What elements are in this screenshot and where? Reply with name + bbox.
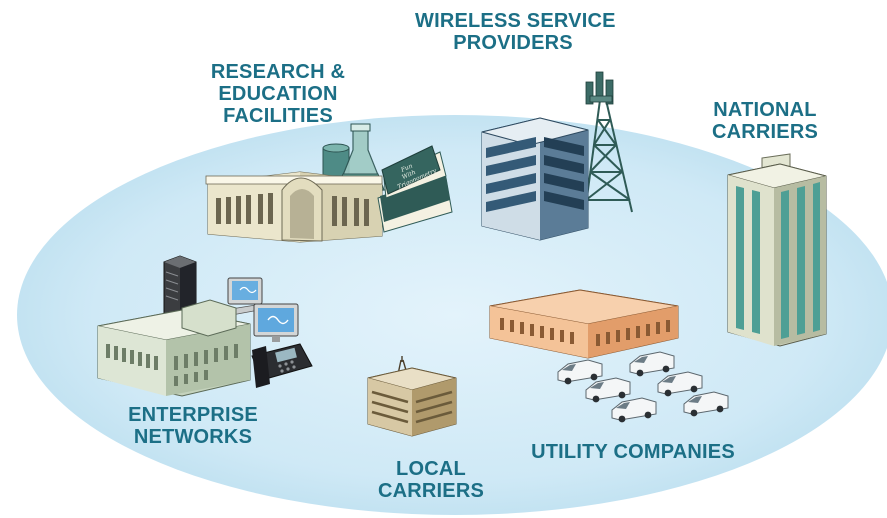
antenna-icon (585, 71, 614, 105)
label-line: NATIONAL (713, 99, 817, 121)
computer-monitor-icon (223, 277, 272, 316)
label-local-carriers: LOCAL CARRIERS (376, 458, 486, 502)
research-facility-illustration: Fun With Trigonometry (205, 123, 453, 243)
utility-truck-icon (585, 377, 631, 403)
label-research-education-facilities: RESEARCH & EDUCATION FACILITIES (203, 61, 353, 127)
label-line: FACILITIES (223, 105, 333, 127)
computer-monitor-icon (253, 303, 299, 342)
utility-truck-icon (629, 351, 675, 377)
desk-phone-icon (251, 343, 313, 388)
label-line: NETWORKS (133, 426, 253, 448)
utility-truck-icon (683, 391, 729, 417)
label-line: ENTERPRISE (128, 404, 258, 426)
enterprise-network-illustration (97, 255, 313, 397)
utility-truck-icon (557, 359, 603, 385)
utility-truck-icon (657, 371, 703, 397)
local-carrier-illustration (367, 356, 457, 437)
utility-truck-icon (611, 397, 657, 423)
label-national-carriers: NATIONAL CARRIERS (700, 99, 830, 143)
label-line: UTILITY COMPANIES (531, 441, 735, 463)
label-line: CARRIERS (711, 121, 819, 143)
book-title-line: Fun (399, 163, 414, 175)
label-line: RESEARCH & (210, 61, 346, 83)
book-icon: Fun With Trigonometry (377, 145, 453, 233)
label-line: LOCAL (396, 458, 466, 480)
label-enterprise-networks: ENTERPRISE NETWORKS (118, 404, 268, 448)
label-line: EDUCATION (218, 83, 338, 105)
label-line: CARRIERS (377, 480, 485, 502)
national-carrier-illustration (727, 153, 827, 347)
label-line: WIRELESS SERVICE (415, 10, 616, 32)
wireless-provider-illustration (481, 71, 633, 241)
label-line: PROVIDERS (453, 32, 573, 54)
utility-company-illustration (489, 289, 729, 423)
label-utility-companies: UTILITY COMPANIES (523, 441, 743, 463)
label-wireless-service-providers: WIRELESS SERVICE PROVIDERS (415, 10, 616, 54)
